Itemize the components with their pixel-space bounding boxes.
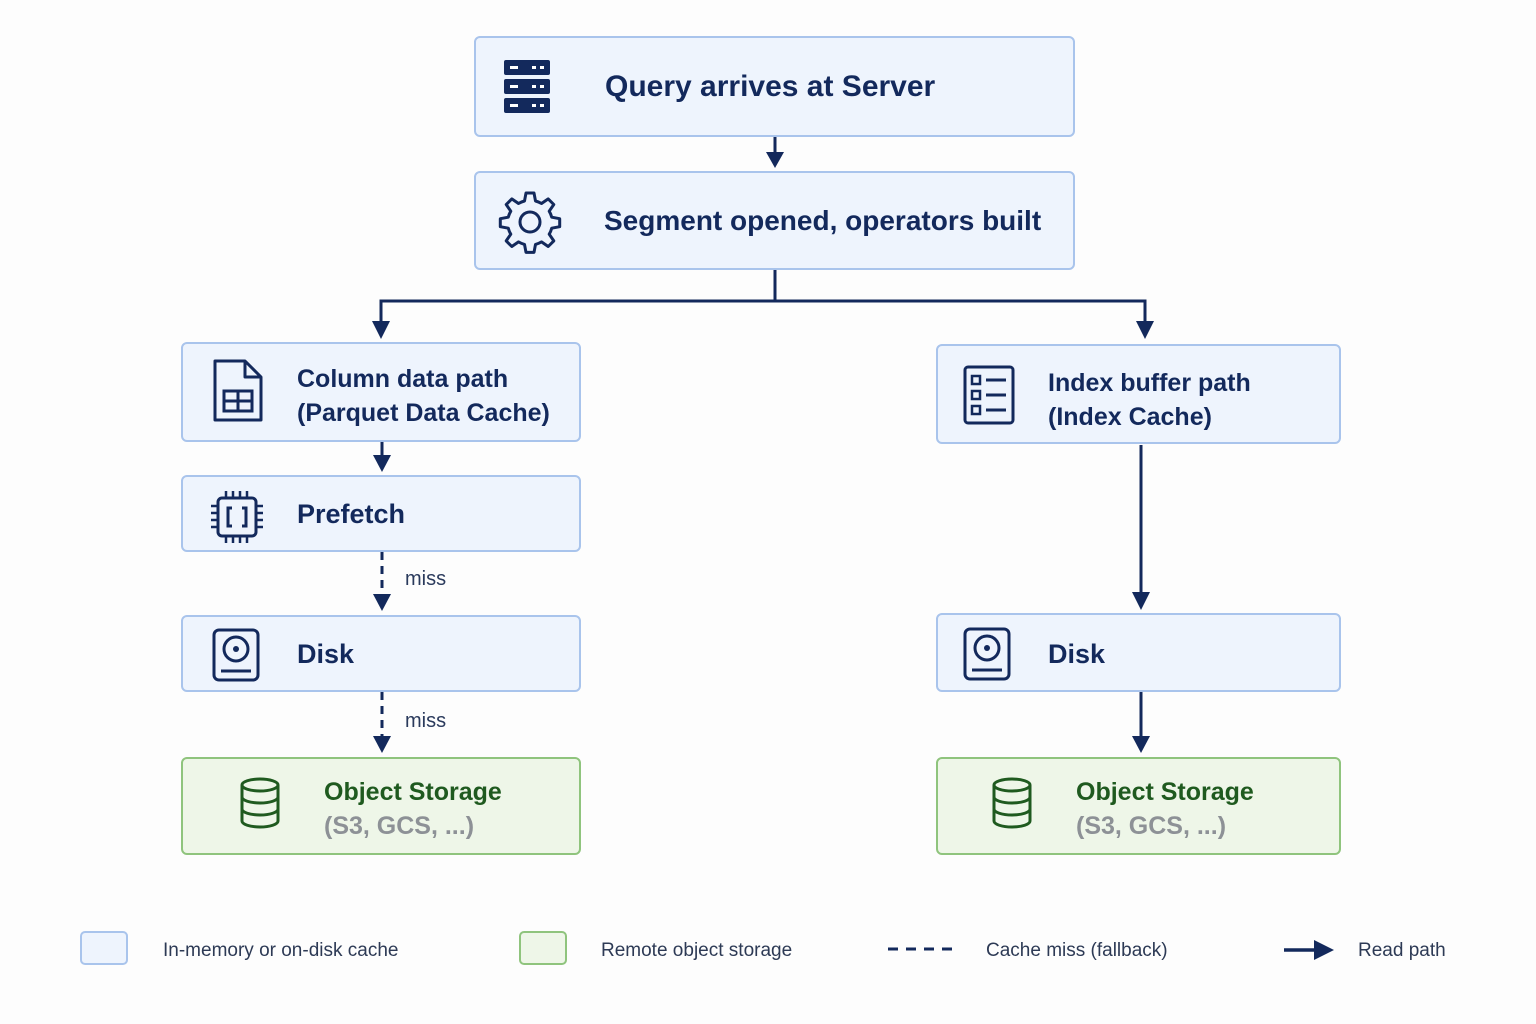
node-label-line2: (Parquet Data Cache) <box>297 399 550 427</box>
arrowhead <box>1132 736 1150 753</box>
gear-icon <box>498 191 562 254</box>
disk-node-left: Disk <box>181 615 581 692</box>
legend-dashed-line <box>888 947 958 951</box>
chip-icon <box>211 491 263 543</box>
prefetch-node: Prefetch <box>181 475 581 552</box>
arrowhead <box>373 736 391 753</box>
file-table-icon <box>213 359 263 422</box>
node-label-line2: (S3, GCS, ...) <box>1076 812 1227 840</box>
miss-label: miss <box>405 568 447 590</box>
object-storage-node-left: Object Storage (S3, GCS, ...) <box>181 757 581 855</box>
node-label: Index buffer path (Index Cache) <box>1048 366 1251 434</box>
server-icon <box>504 60 550 113</box>
arrowhead <box>373 455 391 472</box>
arrowhead <box>1132 592 1150 610</box>
segment-node: Segment opened, operators built <box>474 171 1075 270</box>
arrowhead <box>372 321 390 339</box>
node-label-line2: (Index Cache) <box>1048 403 1212 431</box>
miss-label: miss <box>405 710 447 732</box>
database-icon <box>240 777 280 829</box>
arrowhead <box>1136 321 1154 339</box>
legend-label-remote: Remote object storage <box>601 940 793 961</box>
split-connector-right <box>775 299 1147 324</box>
node-label: Object Storage (S3, GCS, ...) <box>1076 775 1254 843</box>
column-data-path-node: Column data path (Parquet Data Cache) <box>181 342 581 442</box>
legend-label-read: Read path <box>1358 940 1446 961</box>
database-icon <box>992 777 1032 829</box>
node-label: Disk <box>1048 639 1106 669</box>
arrowhead <box>766 152 784 168</box>
split-connector <box>379 270 777 324</box>
disk-node-right: Disk <box>936 613 1341 692</box>
node-label: Query arrives at Server <box>605 70 936 103</box>
node-label-line1: Index buffer path <box>1048 369 1251 397</box>
node-label: Prefetch <box>297 499 406 529</box>
legend-swatch-remote <box>519 931 567 965</box>
node-label: Disk <box>297 639 355 669</box>
node-label-line1: Object Storage <box>1076 778 1254 806</box>
hard-disk-icon <box>212 628 260 682</box>
node-label: Segment opened, operators built <box>604 205 1042 236</box>
node-label: Object Storage (S3, GCS, ...) <box>324 775 502 843</box>
legend-swatch-cache <box>80 931 128 965</box>
legend-arrow <box>1284 940 1334 960</box>
hard-disk-icon <box>963 627 1011 681</box>
node-label-line2: (S3, GCS, ...) <box>324 812 475 840</box>
query-node: Query arrives at Server <box>474 36 1075 137</box>
legend-label-cache: In-memory or on-disk cache <box>163 940 399 961</box>
legend-label-miss: Cache miss (fallback) <box>986 940 1168 961</box>
index-buffer-path-node: Index buffer path (Index Cache) <box>936 344 1341 444</box>
node-label-line1: Object Storage <box>324 778 502 806</box>
object-storage-node-right: Object Storage (S3, GCS, ...) <box>936 757 1341 855</box>
arrowhead <box>373 594 391 611</box>
list-icon <box>963 365 1015 425</box>
node-label-line1: Column data path <box>297 365 509 393</box>
node-label: Column data path (Parquet Data Cache) <box>297 362 550 430</box>
